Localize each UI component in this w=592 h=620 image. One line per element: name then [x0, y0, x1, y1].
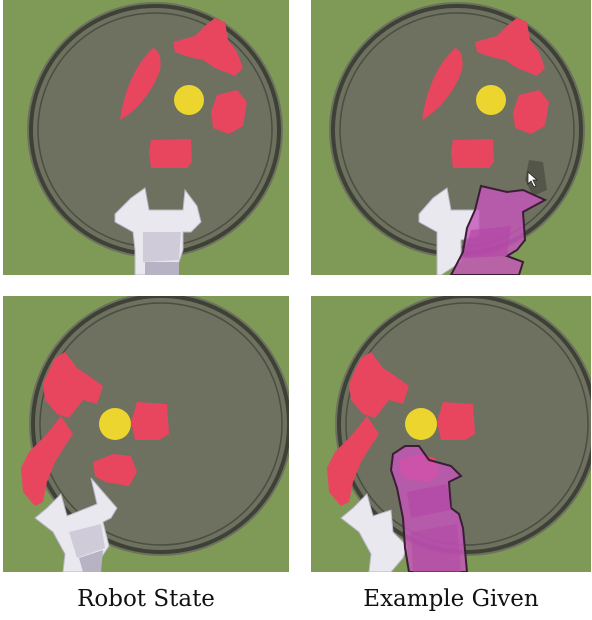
- red-crescent-piece: [21, 416, 73, 506]
- scene-image: [3, 0, 289, 275]
- panel-top-robot-state: [3, 0, 289, 275]
- robot-gripper: [114, 187, 202, 275]
- yellow-disk: [405, 408, 437, 440]
- red-map-piece: [173, 18, 243, 76]
- red-map-piece: [349, 352, 409, 418]
- red-crescent-piece: [327, 416, 379, 506]
- example-gripper-overlay: [449, 184, 548, 275]
- panel-bottom-robot-state: [3, 296, 289, 572]
- red-map-piece: [475, 18, 545, 76]
- red-crescent-piece: [120, 48, 161, 120]
- robot-gripper: [418, 187, 480, 275]
- scene-image: [311, 0, 591, 275]
- arena-rim: [337, 296, 591, 554]
- gripper-shadow: [525, 160, 547, 196]
- red-square-piece: [131, 402, 169, 440]
- mouse-cursor-icon: [527, 171, 539, 188]
- arena-inner-groove: [345, 302, 589, 546]
- panel-top-example-given: [311, 0, 591, 275]
- red-square-piece: [437, 402, 475, 440]
- scene-image: [3, 296, 289, 572]
- red-pentagon-piece: [513, 90, 549, 134]
- yellow-disk: [99, 408, 131, 440]
- red-crescent-piece: [422, 48, 463, 120]
- yellow-disk: [476, 85, 506, 115]
- caption-robot-state: Robot State: [77, 586, 215, 612]
- panel-bottom-example-given: [311, 296, 591, 572]
- red-pentagon-piece: [211, 90, 247, 134]
- yellow-disk: [174, 85, 204, 115]
- robot-gripper: [34, 477, 118, 572]
- arena-inner-groove: [39, 302, 283, 546]
- scene-image: [311, 296, 591, 572]
- caption-example-given: Example Given: [363, 586, 539, 612]
- red-pentagon-piece: [93, 454, 137, 486]
- red-rectangle-piece: [451, 139, 494, 168]
- red-rectangle-piece: [149, 139, 192, 168]
- red-map-piece: [43, 352, 103, 418]
- arena-rim: [31, 296, 289, 554]
- example-gripper-overlay: [389, 445, 469, 572]
